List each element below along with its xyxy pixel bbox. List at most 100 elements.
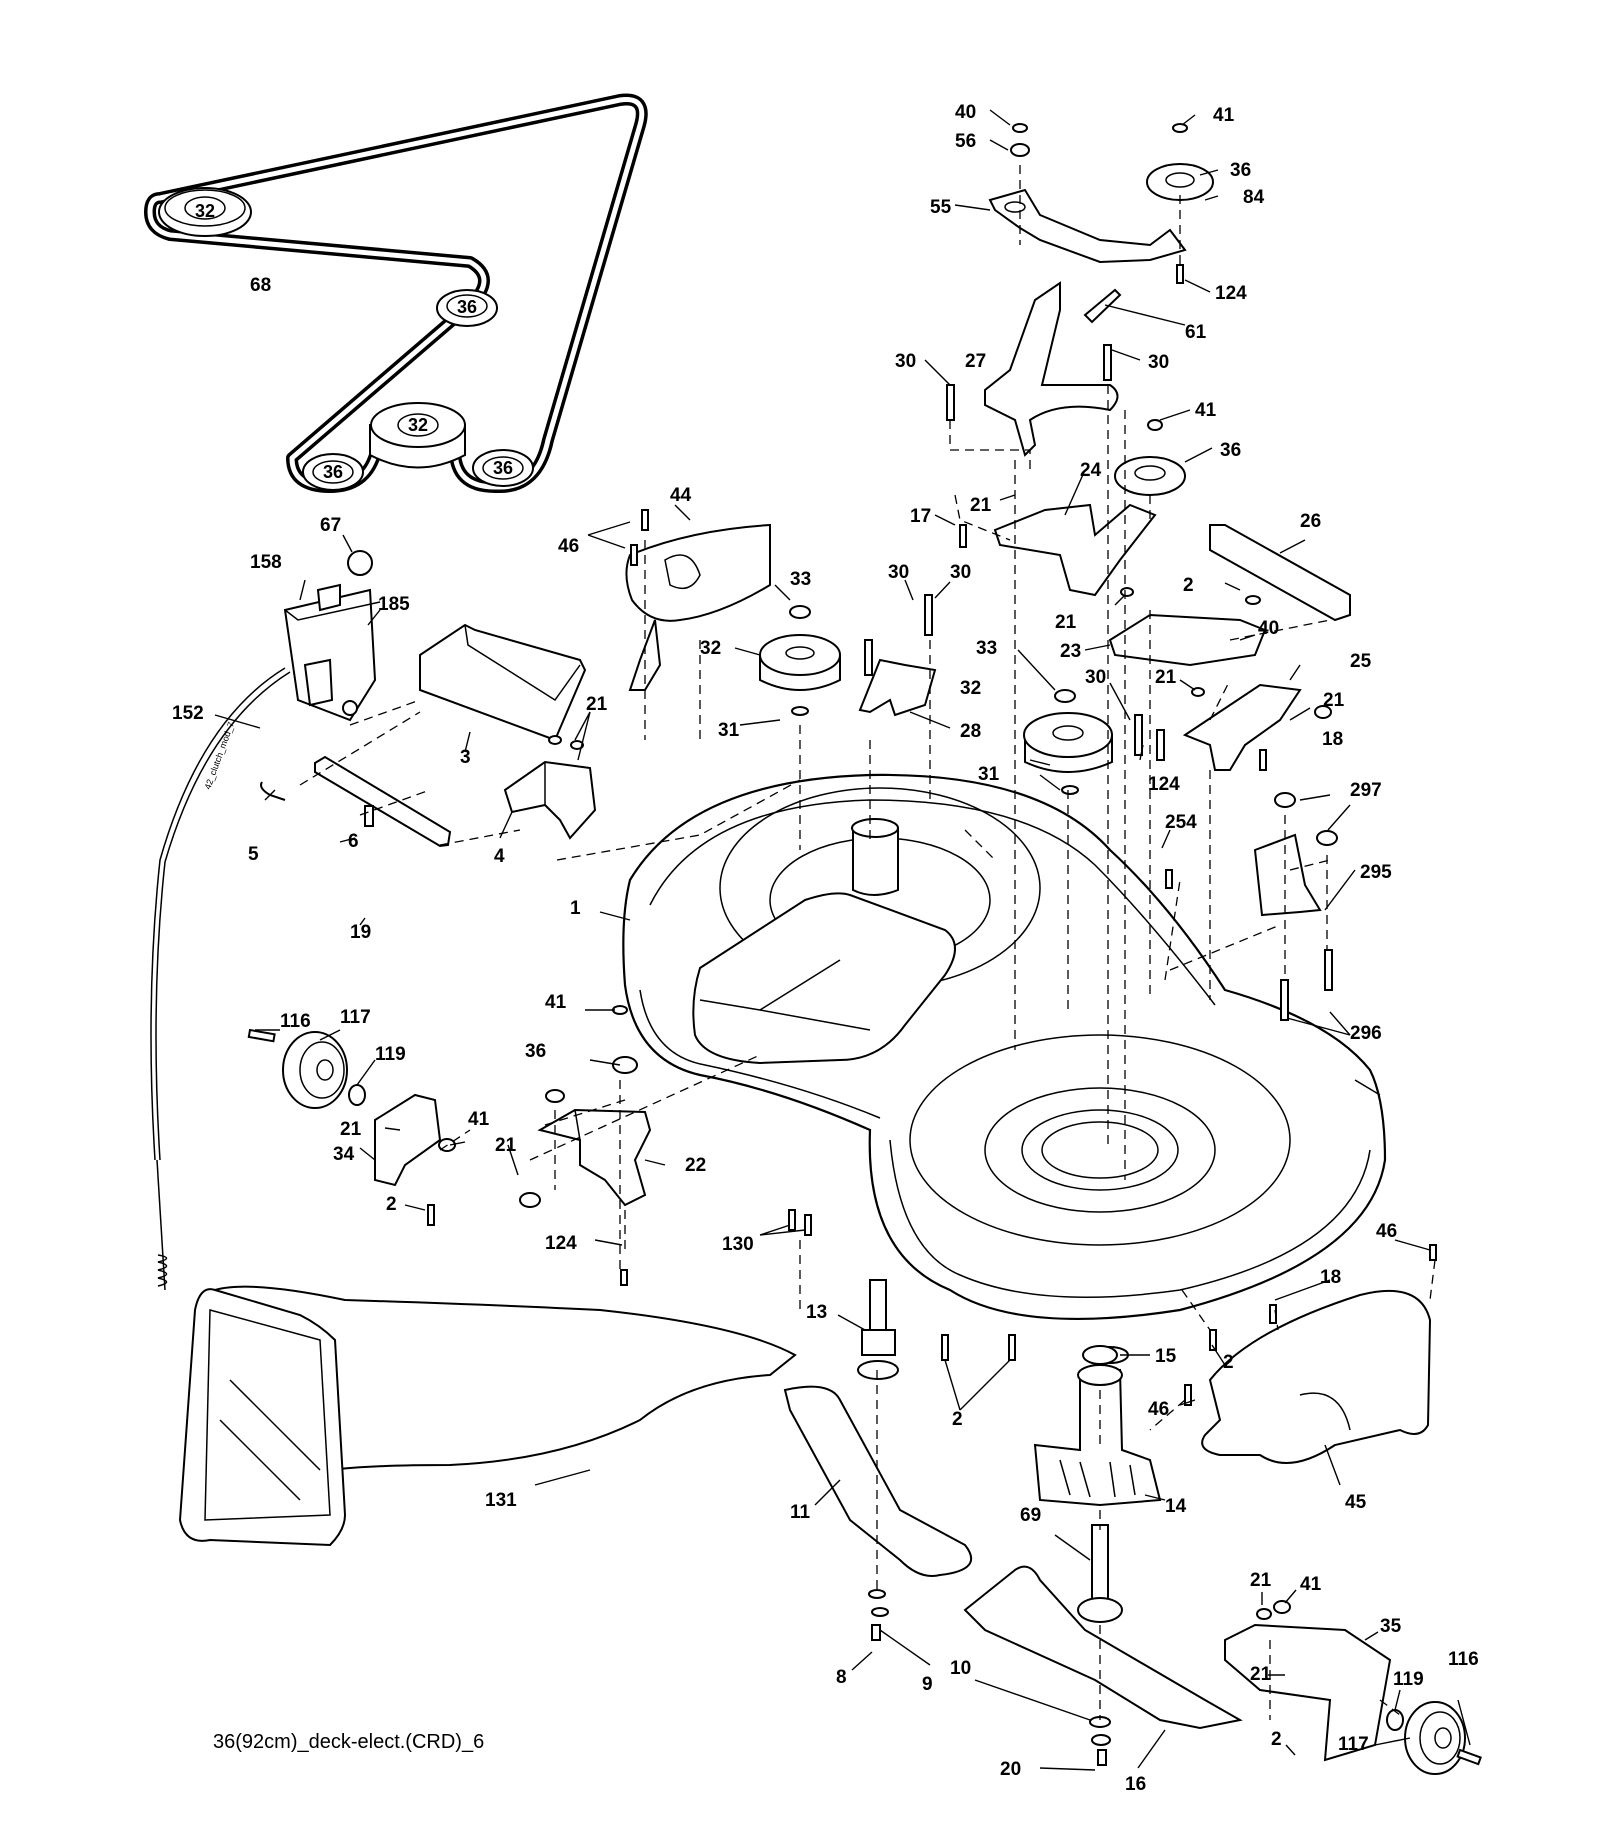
- part-label: 56: [955, 131, 976, 152]
- plate-23: [1108, 613, 1267, 667]
- part-label: 4: [494, 846, 505, 867]
- discharge-chute-131: [178, 1285, 797, 1547]
- bracket-3: [419, 623, 587, 742]
- belt-cover-44: [625, 523, 771, 691]
- blade-16: [963, 1565, 1243, 1730]
- part-label: 9: [922, 1674, 933, 1695]
- part-label: 124: [1215, 283, 1247, 304]
- part-label: 67: [320, 515, 341, 536]
- knob-67: [347, 550, 373, 576]
- part-label: 185: [378, 594, 410, 615]
- part-label: 27: [965, 351, 986, 372]
- pulley-32-left-deck: [759, 634, 841, 691]
- part-label: 24: [1080, 460, 1102, 481]
- bracket-35: [1224, 1623, 1392, 1762]
- bracket-34: [374, 1093, 442, 1187]
- spindle-housing-14: [1033, 1364, 1162, 1507]
- part-label: 22: [685, 1155, 706, 1176]
- part-label: 21: [970, 495, 992, 516]
- washer-119-right: [1386, 1709, 1404, 1731]
- part-label: 40: [955, 102, 976, 123]
- part-label: 68: [250, 275, 271, 296]
- clutch-cable-152: 42_clutch_mod_7: [150, 667, 291, 1291]
- part-label: 10: [950, 1658, 971, 1679]
- pulley-36-bottom-right: [472, 449, 534, 487]
- wheel-117-left: [282, 1031, 348, 1109]
- belt-pulley-label: 36: [323, 462, 343, 482]
- part-label: 21: [495, 1135, 517, 1156]
- belt-cover-45: [1201, 1289, 1432, 1464]
- part-label: 6: [348, 831, 359, 852]
- part-label: 35: [1380, 1616, 1402, 1637]
- part-label: 19: [350, 922, 371, 943]
- part-label: 14: [1165, 1496, 1187, 1517]
- part-label: 30: [950, 562, 971, 583]
- part-label: 295: [1360, 862, 1392, 883]
- part-label: 16: [1125, 1774, 1146, 1795]
- part-label: 30: [1085, 667, 1106, 688]
- part-label: 41: [468, 1109, 490, 1130]
- spring-61: [1083, 288, 1122, 324]
- switch-box-185: [283, 583, 381, 722]
- part-label: 31: [978, 764, 1000, 785]
- part-label: 297: [1350, 780, 1382, 801]
- part-label: 44: [670, 485, 692, 506]
- part-label: 30: [895, 351, 916, 372]
- wheel-117-right: [1404, 1701, 1466, 1775]
- part-label: 32: [960, 678, 981, 699]
- leader-lines: [214, 109, 1471, 1771]
- part-label: 119: [375, 1044, 406, 1065]
- part-label: 21: [340, 1119, 362, 1140]
- bracket-24: [993, 503, 1157, 597]
- part-label: 5: [248, 844, 259, 865]
- part-label: 15: [1155, 1346, 1177, 1367]
- part-label: 33: [790, 569, 811, 590]
- pulley-32-right-deck: [1023, 712, 1113, 773]
- part-label: 152: [172, 703, 204, 724]
- diagram-caption: 36(92cm)_deck-elect.(CRD)_6: [213, 1731, 484, 1753]
- part-label: 116: [1448, 1649, 1479, 1670]
- part-label: 30: [888, 562, 909, 583]
- alignment-lines: [299, 165, 1436, 1720]
- part-label: 8: [836, 1667, 847, 1688]
- part-label: 117: [340, 1007, 371, 1028]
- part-label: 119: [1393, 1669, 1424, 1690]
- part-label: 32: [700, 638, 721, 659]
- belt-pulley-label: 32: [195, 201, 215, 221]
- spindle-13: [857, 1279, 899, 1380]
- bearing-15: [1082, 1345, 1118, 1365]
- part-label: 17: [910, 506, 931, 527]
- right-blade-well: [909, 1034, 1291, 1246]
- part-label: 46: [558, 536, 579, 557]
- center-shield: [692, 892, 956, 1065]
- part-label: 40: [1258, 618, 1279, 639]
- part-label: 2: [386, 1194, 397, 1215]
- part-label: 124: [545, 1233, 577, 1254]
- part-label: 84: [1243, 187, 1265, 208]
- part-label: 25: [1350, 651, 1372, 672]
- part-label: 23: [1060, 641, 1081, 662]
- clip-5: [260, 781, 286, 801]
- bracket-22: [537, 1108, 652, 1207]
- part-label: 2: [1223, 1352, 1234, 1373]
- part-label: 1: [570, 898, 581, 919]
- guard-295: [1253, 833, 1322, 917]
- part-label: 36: [525, 1041, 546, 1062]
- part-label: 21: [1250, 1570, 1272, 1591]
- part-label: 55: [930, 197, 952, 218]
- part-label: 158: [250, 552, 282, 573]
- part-label: 131: [485, 1490, 517, 1511]
- part-label: 117: [1338, 1734, 1369, 1755]
- spindle-69: [1077, 1524, 1123, 1623]
- part-label: 18: [1322, 729, 1343, 750]
- pulley-36-top: [1146, 163, 1214, 201]
- bolt-116-left: [247, 1028, 276, 1043]
- blade-11: [783, 1385, 973, 1577]
- hardware: [364, 123, 1437, 1766]
- link-rod-6: [314, 755, 452, 848]
- part-label: 33: [976, 638, 997, 659]
- part-label: 20: [1000, 1759, 1021, 1780]
- part-label: 46: [1376, 1221, 1397, 1242]
- part-label: 124: [1148, 774, 1180, 795]
- part-label: 21: [1250, 1664, 1272, 1685]
